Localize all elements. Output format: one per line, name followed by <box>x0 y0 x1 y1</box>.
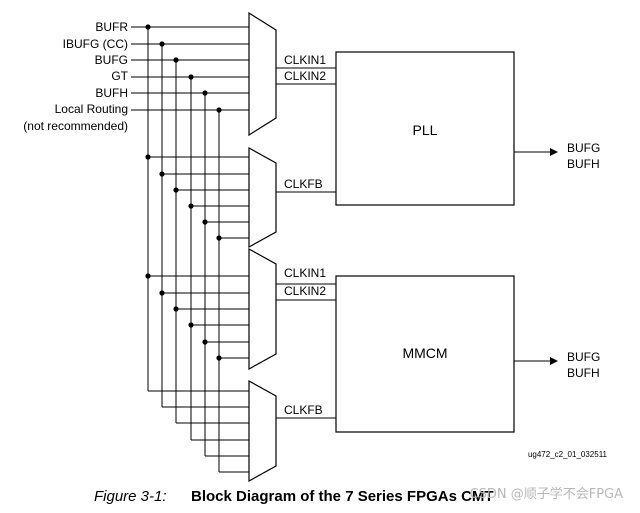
input-label-bufh: BUFH <box>95 86 128 100</box>
pll-block <box>335 51 515 206</box>
mmcm-clkin1-label: CLKIN1 <box>284 266 326 280</box>
pll-feedback-mux <box>248 146 277 249</box>
input-label-bufg: BUFG <box>95 53 128 67</box>
pll-input-mux <box>248 11 277 137</box>
mmcm-output-bufg: BUFG <box>567 350 600 364</box>
figure-caption: Block Diagram of the 7 Series FPGAs CMT <box>191 488 494 505</box>
pll-title: PLL <box>413 122 438 138</box>
junction-dots <box>145 24 222 361</box>
watermark: CSDN @顺子学不会FPGA <box>470 486 624 502</box>
mmcm-input-mux <box>248 247 277 371</box>
wiring <box>131 26 336 473</box>
mmcm-feedback-mux <box>248 379 277 483</box>
mmcm-title: MMCM <box>402 345 447 361</box>
input-label-not-recommended: (not recommended) <box>23 119 128 133</box>
pll-clkin1-label: CLKIN1 <box>284 53 326 67</box>
mmcm-clkin2-label: CLKIN2 <box>284 284 326 298</box>
pll-clkin2-label: CLKIN2 <box>284 69 326 83</box>
input-label-bufr: BUFR <box>95 20 128 34</box>
document-id: ug472_c2_01_032511 <box>528 450 608 459</box>
mmcm-block <box>335 275 515 433</box>
input-label-ibufg: IBUFG (CC) <box>63 37 128 51</box>
pll-output-bufh: BUFH <box>567 157 600 171</box>
mmcm-output-bufh: BUFH <box>567 366 600 380</box>
input-label-gt: GT <box>111 69 128 83</box>
pll-output-bufg: BUFG <box>567 141 600 155</box>
input-label-local-routing: Local Routing <box>55 102 128 116</box>
figure-number: Figure 3-1: <box>94 488 167 505</box>
pll-clkfb-label: CLKFB <box>284 177 323 191</box>
mmcm-clkfb-label: CLKFB <box>284 403 323 417</box>
